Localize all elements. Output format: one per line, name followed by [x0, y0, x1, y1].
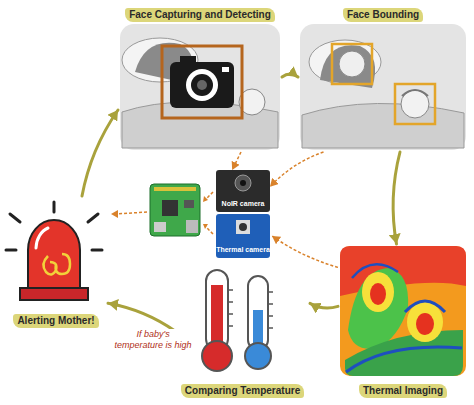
- wires-part: [205, 226, 213, 234]
- thermal-scene: [340, 246, 466, 376]
- signal-arrow: [272, 236, 338, 267]
- thermal-scene-part: [405, 301, 445, 312]
- label-holder: Comparing Temperature: [175, 380, 310, 398]
- capture-scene-part: [222, 67, 229, 72]
- raspberry-pi-board-part: [150, 184, 200, 236]
- siren-part: [28, 220, 80, 290]
- capture-scene-part: [162, 46, 242, 118]
- camera-boards: [216, 170, 270, 258]
- thermometers-part: [268, 292, 273, 328]
- thermal-scene-part: [345, 330, 463, 376]
- label-holder: If baby's temperature is high: [113, 329, 193, 352]
- thermal-scene-part: [370, 283, 386, 305]
- raspberry-pi-board-part: [184, 200, 194, 208]
- camera-boards-part: [216, 214, 270, 258]
- wires: [111, 192, 213, 234]
- stage-panel: Alerting Mother!: [4, 196, 108, 330]
- label-holder: Thermal camera: [214, 238, 272, 256]
- thermometers: [202, 270, 273, 371]
- bounding-scene-part: [320, 45, 375, 88]
- thermometers-part: [228, 290, 233, 326]
- wires-part: [203, 224, 208, 229]
- thermal-scene-part: [407, 302, 443, 342]
- signal-arrow: [270, 152, 324, 187]
- flow-arrow: [82, 110, 118, 196]
- thermal-scene-part: [416, 313, 434, 335]
- bounding-scene-part: [402, 90, 428, 96]
- wires-part: [203, 196, 208, 202]
- bounding-scene-part: [395, 84, 435, 124]
- bounding-scene-part: [339, 51, 365, 77]
- siren-part: [36, 228, 48, 248]
- stage-panel: Face Capturing and Detecting: [118, 2, 282, 152]
- wires-part: [116, 212, 147, 214]
- stage-title: Face Bounding: [343, 8, 423, 22]
- stage-panel: Comparing Temperature: [175, 262, 310, 400]
- raspberry-pi-board-part: [186, 220, 198, 233]
- signal-arrow: [232, 152, 241, 170]
- camera-boards-part: [239, 223, 247, 231]
- bounding-scene-part: [302, 103, 464, 148]
- label-holder: Thermal Imaging: [338, 380, 468, 398]
- flow-arrow: [108, 303, 175, 331]
- camera-boards-part: [216, 170, 270, 212]
- capture-scene: [120, 24, 280, 150]
- raspberry-pi-board-part: [154, 222, 166, 232]
- label-holder: Alerting Mother!: [4, 310, 108, 328]
- camera-boards-part: [235, 175, 251, 191]
- stage-title: Face Capturing and Detecting: [125, 8, 275, 22]
- raspberry-pi-board: [150, 184, 200, 236]
- raspberry-pi-board-part: [154, 187, 196, 191]
- thermometers-part: [206, 270, 228, 350]
- wires-part: [111, 210, 118, 218]
- capture-scene-part: [186, 69, 218, 101]
- bounding-scene: [300, 24, 466, 150]
- siren-part: [20, 288, 88, 300]
- stage-title: Comparing Temperature: [181, 384, 304, 398]
- thermal-scene-part: [348, 268, 408, 349]
- thermal-scene-part: [340, 246, 466, 376]
- stage-panel: Thermal Imaging: [338, 244, 468, 400]
- stage-title: Thermal Imaging: [359, 384, 447, 398]
- thermometers-part: [202, 341, 232, 371]
- thermal-scene-part: [362, 272, 394, 312]
- flow-arrow: [282, 74, 298, 77]
- capture-scene-part: [120, 24, 280, 150]
- bounding-scene-part: [332, 44, 372, 84]
- bounding-scene-part: [300, 24, 466, 150]
- capture-scene-part: [170, 62, 234, 108]
- label-holder: NoIR camera: [216, 192, 270, 210]
- siren-part: [43, 254, 70, 275]
- raspberry-pi-board-part: [162, 200, 178, 216]
- capture-scene-part: [197, 80, 207, 90]
- stage-panel: Face Bounding: [298, 2, 468, 152]
- siren: [6, 202, 102, 300]
- stage-title: Alerting Mother!: [13, 314, 98, 328]
- bounding-scene-part: [401, 90, 429, 118]
- flow-arrow: [393, 152, 400, 244]
- flow-arrow: [310, 303, 338, 308]
- camera-module: NoIR camera: [216, 170, 270, 212]
- thermometers-part: [248, 276, 268, 350]
- camera-boards-part: [236, 220, 250, 234]
- camera-module: Thermal camera: [214, 214, 272, 258]
- condition-note: If baby's temperature is high: [113, 329, 193, 351]
- thermal-scene-part: [352, 264, 398, 278]
- label-holder: Face Capturing and Detecting: [118, 4, 282, 22]
- module-label: NoIR camera: [222, 200, 265, 208]
- label-holder: Face Bounding: [298, 4, 468, 22]
- thermal-scene-part: [346, 347, 462, 372]
- capture-scene-part: [191, 74, 213, 96]
- module-label: Thermal camera: [216, 246, 270, 254]
- thermometers-part: [245, 343, 271, 369]
- camera-boards-part: [240, 180, 246, 186]
